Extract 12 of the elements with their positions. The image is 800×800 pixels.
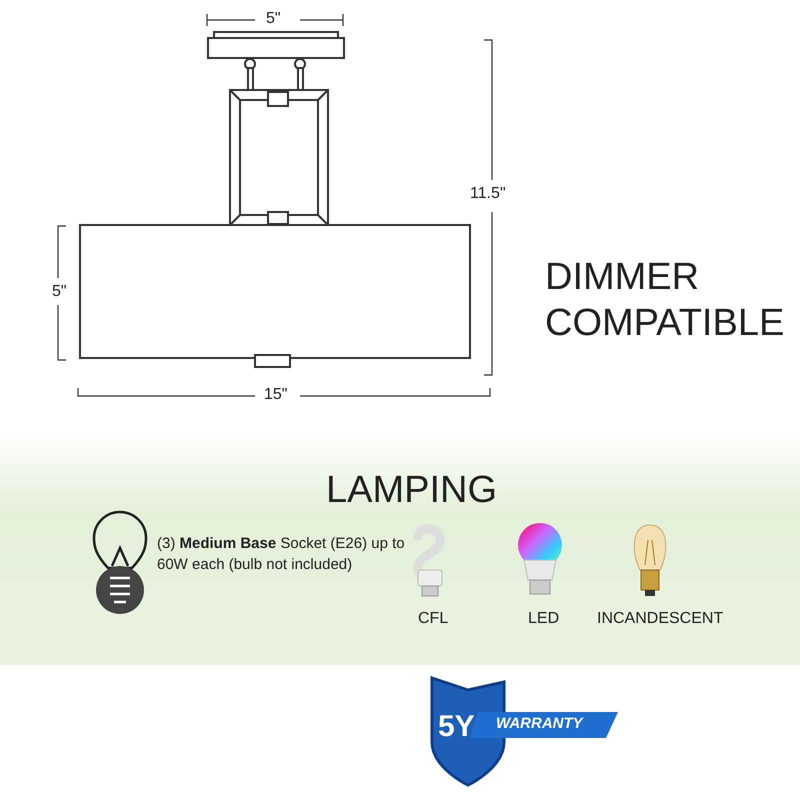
bulb-type-label: INCANDESCENT	[597, 610, 724, 628]
badge-text: 5Y	[438, 710, 475, 743]
socket-note: (3) Medium Base Socket (E26) up to 60W each (bulb not included)	[157, 534, 406, 575]
bulb-type-label: CFL	[418, 610, 448, 628]
dimension-label: 5"	[266, 10, 281, 28]
bulb-type-label: LED	[528, 610, 560, 628]
ribbon-text: WARRANTY	[496, 716, 583, 732]
dimension-label: 11.5"	[470, 185, 506, 203]
dimension-label: 15"	[264, 386, 288, 404]
dimension-label: 5"	[52, 283, 67, 301]
section-heading: LAMPING	[326, 470, 498, 512]
feature-heading: DIMMER COMPATIBLE	[545, 255, 785, 346]
